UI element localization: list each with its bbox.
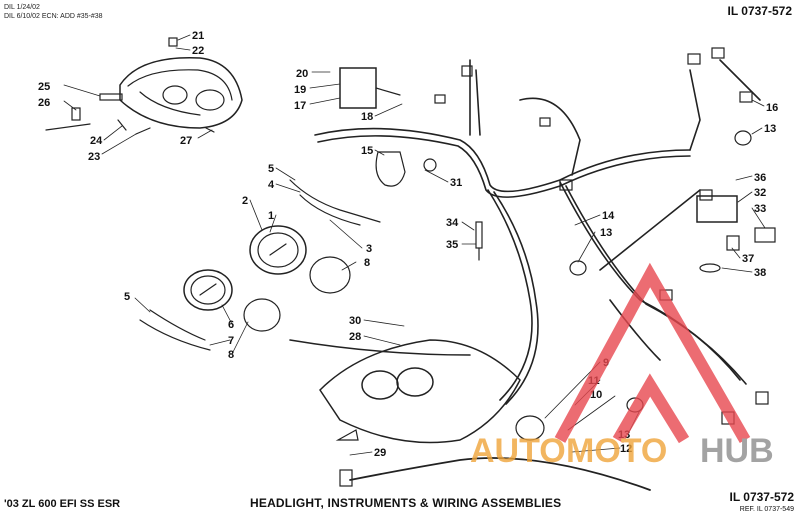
callout-7: 7 — [228, 335, 234, 347]
illustration-ref-bottom: IL 0737-572 — [729, 490, 795, 504]
main-wiring-harness[interactable] — [314, 59, 761, 405]
sensor[interactable] — [475, 221, 483, 261]
watermark-text-hub: HUB — [700, 432, 774, 470]
speedometer-gauge[interactable] — [183, 269, 281, 332]
reference-note: REF. IL 0737-549 — [739, 506, 794, 513]
callout-12: 12 — [620, 443, 632, 455]
callout-20: 20 — [296, 68, 308, 80]
callout-5-lower: 5 — [124, 291, 130, 303]
callout-1: 1 — [268, 210, 274, 222]
watermark-text-auto: AUTO — [470, 432, 566, 470]
callout-30: 30 — [349, 315, 361, 327]
callout-17: 17 — [294, 100, 306, 112]
revision-note-2: DIL 6/10/02 ECN: ADD #35-#38 — [4, 13, 103, 20]
automotohub-watermark: AUTO MOTO HUB — [470, 262, 774, 470]
callout-36: 36 — [754, 172, 766, 184]
relay-module[interactable] — [375, 151, 437, 187]
callout-13-mid: 13 — [600, 227, 612, 239]
callout-8-upper: 8 — [364, 257, 370, 269]
callout-26: 26 — [38, 97, 50, 109]
watermark-logo-icon — [554, 262, 751, 444]
callout-19: 19 — [294, 84, 306, 96]
callout-25: 25 — [38, 81, 50, 93]
callout-32: 32 — [754, 187, 766, 199]
callout-22: 22 — [192, 45, 204, 57]
callout-33: 33 — [754, 203, 766, 215]
callout-16: 16 — [766, 102, 778, 114]
callout-27: 27 — [180, 135, 192, 147]
callout-24: 24 — [90, 135, 103, 147]
callout-28: 28 — [349, 331, 361, 343]
callout-6: 6 — [228, 319, 234, 331]
illustration-ref-top: IL 0737-572 — [727, 4, 793, 18]
callout-29: 29 — [374, 447, 386, 459]
decal[interactable] — [335, 429, 359, 441]
callout-21: 21 — [192, 30, 204, 42]
callout-10: 10 — [590, 389, 602, 401]
headlight-assembly[interactable] — [45, 37, 243, 135]
revision-note-1: DIL 1/24/02 — [4, 4, 40, 11]
callout-38: 38 — [754, 267, 766, 279]
callout-5-upper: 5 — [268, 163, 274, 175]
callout-35: 35 — [446, 239, 458, 251]
callout-4: 4 — [268, 179, 275, 191]
instrument-wires[interactable] — [139, 179, 381, 351]
voltage-regulator[interactable] — [339, 67, 401, 109]
speedometer-cable[interactable] — [339, 457, 651, 491]
callout-15: 15 — [361, 145, 373, 157]
instrument-console[interactable] — [289, 339, 521, 444]
callout-18: 18 — [361, 111, 373, 123]
callout-31: 31 — [450, 177, 462, 189]
model-label: '03 ZL 600 EFI SS ESR — [4, 498, 121, 510]
watermark-text-moto: MOTO — [566, 432, 667, 470]
tachometer-gauge[interactable] — [249, 225, 351, 294]
callout-37: 37 — [742, 253, 754, 265]
callout-14: 14 — [602, 210, 615, 222]
callout-2: 2 — [242, 195, 248, 207]
callout-13-top: 13 — [764, 123, 776, 135]
callout-8-lower: 8 — [228, 349, 234, 361]
callout-3: 3 — [366, 243, 372, 255]
diagram-title: HEADLIGHT, INSTRUMENTS & WIRING ASSEMBLI… — [250, 496, 562, 510]
callout-34: 34 — [446, 217, 459, 229]
callout-23: 23 — [88, 151, 100, 163]
